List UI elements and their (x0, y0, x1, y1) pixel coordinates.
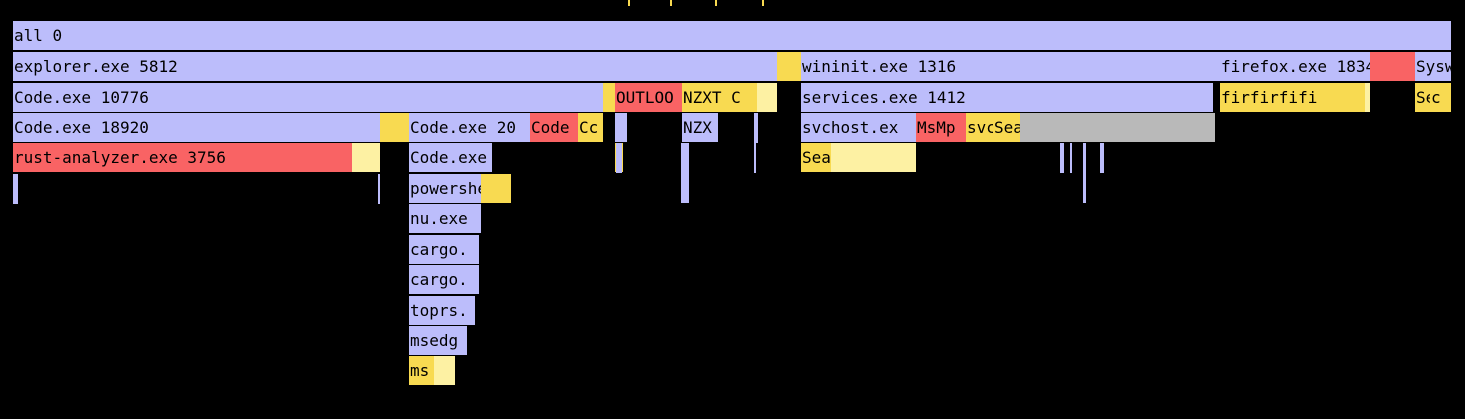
flame-frame[interactable]: Sea (801, 143, 831, 172)
flame-frame[interactable]: cargo. (409, 235, 479, 264)
flame-frame[interactable]: Sea (993, 113, 1020, 142)
narrow-frame[interactable] (378, 174, 380, 204)
flame-frame[interactable] (1370, 52, 1415, 81)
flame-frame[interactable] (434, 356, 455, 385)
narrow-frame[interactable] (754, 113, 758, 143)
flame-frame[interactable] (615, 113, 627, 142)
flame-frame[interactable]: OUTLOO (615, 83, 682, 112)
flame-frame[interactable]: firefox.exe 18344 (1220, 52, 1370, 81)
flame-frame[interactable]: NZXT C (682, 83, 757, 112)
flame-frame[interactable] (481, 174, 511, 203)
narrow-frame[interactable] (616, 143, 622, 173)
flame-frame[interactable] (1020, 113, 1215, 142)
narrow-frame[interactable] (1100, 143, 1104, 173)
flame-frame[interactable]: svc (966, 113, 993, 142)
flame-frame[interactable]: cargo. (409, 265, 479, 294)
flame-frame[interactable]: Sysw (1415, 52, 1451, 81)
narrow-frame[interactable] (1083, 143, 1086, 203)
flame-frame[interactable]: c (1430, 83, 1451, 112)
flame-frame[interactable]: Se (1415, 83, 1430, 112)
flame-frame[interactable]: msedg (409, 326, 467, 355)
flame-frame[interactable]: toprs. (409, 296, 475, 325)
flame-frame[interactable]: firfirfifi (1220, 83, 1370, 112)
flame-frame[interactable]: Code.exe 20 (409, 113, 530, 142)
flame-frame[interactable]: rust-analyzer.exe 3756 (13, 143, 352, 172)
narrow-frame[interactable] (1070, 143, 1072, 173)
flame-frame[interactable]: Code.exe 10776 (13, 83, 603, 112)
narrow-frame[interactable] (681, 143, 689, 203)
flame-frame[interactable]: powershe (409, 174, 481, 203)
flame-frame[interactable]: all 0 (13, 21, 1451, 50)
flame-frame[interactable] (603, 83, 615, 112)
flame-frame[interactable]: svchost.ex (801, 113, 916, 142)
flame-frame[interactable] (757, 83, 777, 112)
flame-frame[interactable] (352, 143, 380, 172)
flame-frame[interactable]: ms (409, 356, 434, 385)
flame-frame[interactable]: NZX (682, 113, 718, 142)
flame-frame[interactable] (380, 113, 409, 142)
narrow-frame[interactable] (754, 143, 756, 173)
flame-frame[interactable]: services.exe 1412 (801, 83, 1213, 112)
flame-frame[interactable] (1365, 83, 1370, 112)
flame-frame[interactable]: explorer.exe 5812 (13, 52, 777, 81)
truncated-frame-markers (620, 0, 780, 6)
flame-frame[interactable]: Code.exe 18920 (13, 113, 380, 142)
flame-frame[interactable]: nu.exe (409, 204, 481, 233)
narrow-frame[interactable] (13, 174, 18, 204)
flame-frame[interactable]: wininit.exe 1316 (801, 52, 1220, 81)
flame-frame[interactable]: Code.exe 1 (409, 143, 492, 172)
flame-frame[interactable]: MsMp (916, 113, 966, 142)
flame-frame[interactable] (777, 52, 801, 81)
flame-frame[interactable]: Code (530, 113, 578, 142)
flame-frame[interactable]: Cc (578, 113, 603, 142)
narrow-frame[interactable] (1060, 143, 1064, 173)
flame-frame[interactable] (831, 143, 916, 172)
